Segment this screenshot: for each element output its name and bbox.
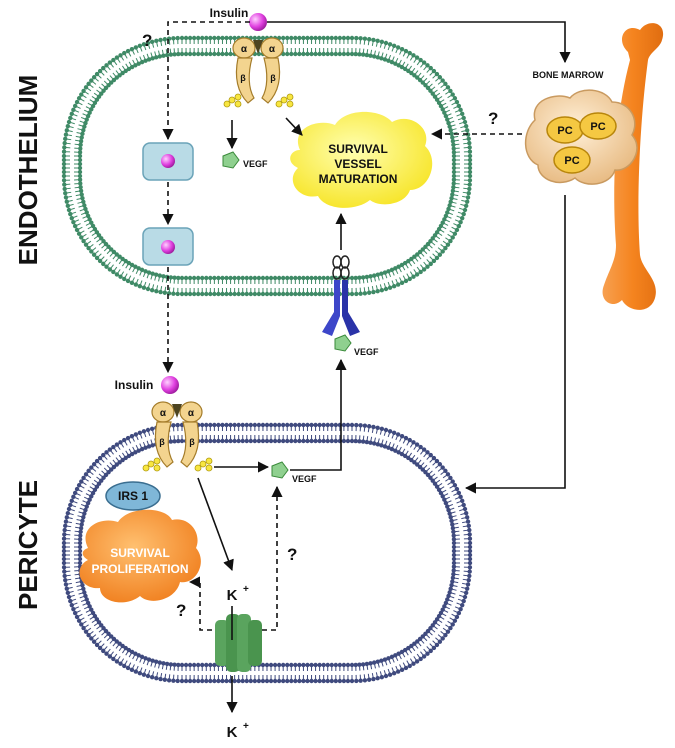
arrow	[198, 478, 232, 570]
bone-marrow-cluster: PC PC PC	[526, 90, 637, 184]
question-mark: ?	[488, 109, 498, 128]
svg-text:α: α	[269, 44, 276, 55]
survival-label: SURVIVAL	[110, 546, 170, 560]
arrow	[466, 195, 565, 488]
bone-marrow-label: BONE MARROW	[533, 70, 604, 80]
insulin-molecule-icon	[249, 13, 267, 31]
survival-label: SURVIVAL	[328, 142, 388, 156]
svg-text:+: +	[243, 584, 249, 595]
pc-label: PC	[564, 155, 579, 167]
arrow	[262, 487, 277, 630]
survival-vessel-maturation-cloud: SURVIVAL VESSEL MATURATION	[290, 112, 432, 208]
arrow	[290, 360, 341, 470]
svg-text:β: β	[270, 73, 276, 83]
vegf-label: VEGF	[243, 159, 268, 169]
question-mark: ?	[176, 601, 186, 620]
insulin-receptor-icon: α α β β	[224, 38, 293, 107]
survival-proliferation-cloud: SURVIVAL PROLIFERATION	[79, 510, 200, 603]
svg-text:+: +	[243, 721, 249, 732]
insulin-mid-label: Insulin	[115, 378, 154, 392]
arrow	[190, 582, 212, 630]
endothelium-label: ENDOTHELIUM	[13, 75, 43, 266]
svg-text:β: β	[159, 437, 165, 447]
svg-text:α: α	[241, 44, 248, 55]
vegf-label: VEGF	[354, 347, 379, 357]
vegf-molecule-icon	[335, 335, 351, 351]
svg-text:K: K	[227, 587, 238, 604]
potassium-channel-icon	[215, 614, 262, 672]
vegf-molecule-icon	[223, 152, 239, 168]
pc-label: PC	[590, 121, 605, 133]
insulin-vesicle	[143, 143, 193, 180]
pericyte-label: PERICYTE	[13, 480, 43, 610]
svg-text:α: α	[160, 408, 167, 419]
svg-text:β: β	[189, 437, 195, 447]
svg-text:K: K	[227, 724, 238, 741]
irs1-label: IRS 1	[118, 489, 148, 503]
insulin-top-label: Insulin	[210, 6, 249, 20]
potassium-label: K +	[227, 584, 249, 604]
vegf-molecule-icon	[272, 462, 288, 478]
svg-text:β: β	[240, 73, 246, 83]
insulin-receptor-icon: α α β β	[143, 402, 212, 471]
arrow	[286, 118, 302, 135]
pc-label: PC	[557, 125, 572, 137]
vegf-label: VEGF	[292, 474, 317, 484]
question-mark: ?	[142, 31, 152, 50]
proliferation-label: PROLIFERATION	[91, 562, 188, 576]
maturation-label: MATURATION	[319, 172, 398, 186]
question-mark: ?	[287, 545, 297, 564]
svg-text:α: α	[188, 408, 195, 419]
insulin-vesicle	[143, 228, 193, 265]
insulin-molecule-icon	[161, 376, 179, 394]
potassium-label: K +	[227, 721, 249, 741]
vessel-label: VESSEL	[334, 157, 381, 171]
